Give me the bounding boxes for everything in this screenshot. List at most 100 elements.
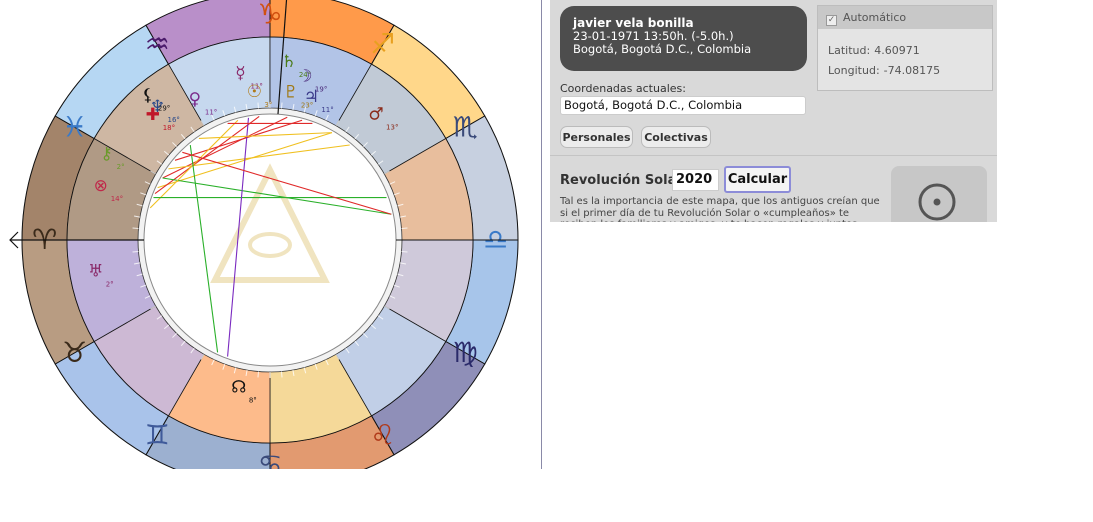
planet-north-node[interactable]: ☊8° [231,378,257,405]
aspect-line [198,132,333,139]
planet-degree-label: 8° [249,397,257,405]
planet-degree-label: 14° [111,195,123,203]
year-input[interactable]: 2020 [672,169,719,191]
planet-degree-label: 2° [106,281,114,289]
info-panel: javier vela bonilla 23-01-1971 13:50h. (… [550,0,997,222]
coords-input[interactable]: Bogotá, Bogotá D.C., Colombia [560,96,806,115]
sign-glyph-virgo: ♍ [453,336,478,369]
house-segment [269,353,373,444]
planet-black-moon-icon: ⚸ [142,85,154,105]
house-segment [66,239,157,343]
planet-degree-label: 23° [301,101,313,109]
planet-moon-node-venus-moon[interactable]: ☽19° [297,67,327,94]
planet-part-of-fortune-cross[interactable]: ✚18° [146,105,176,132]
planet-degree-label: 11° [205,109,217,117]
house-segment [167,36,271,127]
planet-saturn[interactable]: ♄24° [281,52,311,79]
colectivas-button[interactable]: Colectivas [641,126,711,148]
planet-part-of-fortune-cross-icon: ✚ [146,105,160,125]
latitude-value: 4.60971 [874,44,920,57]
longitude-label: Longitud: [828,64,880,77]
auto-checkbox[interactable]: ✓ [826,15,837,26]
planet-degree-label: 11° [321,106,333,114]
aspect-line [227,117,250,357]
aspect-line [162,116,288,179]
planet-fortune-icon: ⊗ [94,176,108,196]
sign-glyph-taurus: ♉ [62,336,87,369]
planet-black-moon[interactable]: ⚸ 29° [142,85,171,112]
planet-uranus[interactable]: ♅2° [88,262,114,289]
planet-neptune-icon: ♆ [150,97,165,117]
aspect-line [174,119,303,161]
planet-pluto-icon: ♇ [283,82,298,102]
sign-glyph-leo: ♌ [370,418,395,451]
sign-glyph-scorpio: ♏ [453,110,478,143]
coords-label: Coordenadas actuales: [560,82,686,95]
planet-north-node-icon: ☊ [231,378,246,398]
planet-pluto[interactable]: ♇23° [283,82,313,109]
degree-ticks [132,102,408,378]
sign-glyph-cancer: ♋ [257,449,282,470]
emblem-triangle [210,163,330,283]
sign-glyph-aquarius: ♒ [145,28,170,61]
profile-place: Bogotá, Bogotá D.C., Colombia [573,42,752,56]
mc-axis [277,0,288,115]
profile-datetime: 23-01-1971 13:50h. (-5.0h.) [573,29,734,43]
sign-glyph-pisces: ♓ [62,110,87,143]
planet-degree-label: 11° [250,83,262,91]
planet-neptune[interactable]: ♆16° [150,97,180,124]
aspect-line [162,177,392,215]
calcular-button[interactable]: Calcular [724,166,791,193]
planet-degree-label: 24° [299,71,311,79]
planet-degree-label: 16° [168,116,180,124]
sign-glyph-gemini: ♊ [145,418,170,451]
aspect-line [168,144,350,170]
planet-degree-label: 19° [315,86,327,94]
planet-moon-node-venus-moon-icon: ☽ [297,67,312,87]
aspect-line [189,144,219,353]
auto-label: Automático [843,11,907,24]
latitude-label: Latitud: [828,44,871,57]
planet-venus[interactable]: ♀ 11° [189,90,218,117]
planet-fortune[interactable]: ⊗14° [94,176,124,203]
planet-venus-icon: ♀ [189,90,201,110]
planet-degree-label: 13° [386,124,398,132]
longitude-value: -74.08175 [883,64,941,77]
profile-name: javier vela bonilla [573,16,694,30]
planet-sun[interactable]: ☉3° [247,82,273,109]
sign-glyph-capricorn: ♑ [257,0,282,31]
planet-degree-label: 3° [264,101,272,109]
planet-saturn-icon: ♄ [281,52,296,72]
emblem-eye [248,232,292,258]
asc-arrow [9,231,19,249]
planet-uranus-icon: ♅ [88,262,103,282]
sun-icon [918,183,956,221]
planet-degree-label: 18° [163,124,175,132]
planet-mars[interactable]: ♂13° [368,105,398,132]
section-divider [550,155,997,156]
geo-box: ✓ Automático Latitud:4.60971 Longitud:-74… [817,5,993,91]
planet-mercury[interactable]: ☿11° [235,64,263,91]
planet-chiron-icon: ⚷ [100,144,112,164]
profile-card: javier vela bonilla 23-01-1971 13:50h. (… [560,6,807,71]
sign-glyph-sagittarius: ♐ [370,28,395,61]
house-segment [383,137,474,241]
sun-revolution-tile[interactable] [891,166,987,222]
aspect-line [149,119,239,209]
revolution-label: Revolución Solar [560,173,683,188]
longitude-row: Longitud:-74.08175 [828,64,940,77]
aspect-line [182,151,392,215]
aspect-line [154,116,260,194]
planet-jupiter-icon: ♃ [304,87,319,107]
planet-degree-label: 29° [158,104,170,112]
house-segment [167,353,271,444]
astral-chart-wheel: ♈♓♒♑♐♏♎♍♌♋♊♉ ☿11°☉3°♄24°☽19°♇23°♃11°♆16°… [9,0,519,470]
latitude-row: Latitud:4.60971 [828,44,920,57]
planet-jupiter[interactable]: ♃11° [304,87,334,114]
planet-mars-icon: ♂ [368,105,383,125]
personales-button[interactable]: Personales [560,126,633,148]
auto-row[interactable]: ✓ Automático [818,6,992,29]
planet-degree-label: 2° [117,163,125,171]
planet-chiron[interactable]: ⚷ 2° [100,144,124,171]
house-segment [269,36,373,127]
